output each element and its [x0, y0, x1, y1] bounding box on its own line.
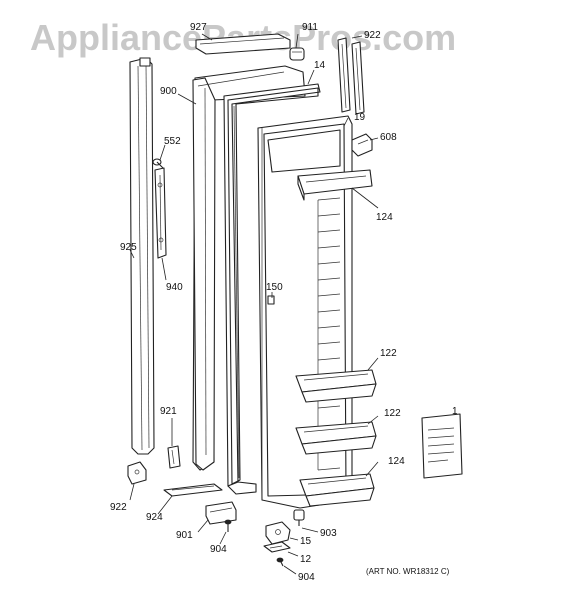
- callout-940: 940: [166, 282, 183, 293]
- part-124-bottom-bin: [299, 473, 375, 507]
- part-922-top-rails: [337, 37, 365, 115]
- part-904-bottom-screw: [276, 557, 284, 567]
- callout-925: 925: [120, 242, 137, 253]
- leader-lines: [129, 33, 379, 575]
- part-921-hinge-piece: [167, 445, 181, 469]
- callout-924: 924: [146, 512, 163, 523]
- part-901-bottom-cap: [205, 501, 237, 525]
- part-150-clip: [267, 295, 275, 305]
- callout-122-upper: 122: [380, 348, 397, 359]
- callout-904-left: 904: [210, 544, 227, 555]
- callout-19: 19: [354, 112, 366, 123]
- part-14-door-gasket: [223, 83, 321, 495]
- part-12-hinge-plate: [263, 541, 291, 553]
- part-900-outer-door: [192, 65, 306, 471]
- part-122-upper-bin: [295, 369, 377, 403]
- callout-122-lower: 122: [384, 408, 401, 419]
- callout-903: 903: [320, 528, 337, 539]
- part-925-trim-strip: [129, 57, 155, 455]
- liner-shelf-ribs: [317, 197, 341, 471]
- part-940-handle-bracket: [154, 167, 167, 259]
- callout-124-bottom: 124: [388, 456, 405, 467]
- callout-14: 14: [314, 60, 326, 71]
- callout-900: 900: [160, 86, 177, 97]
- callout-922-bottom: 922: [110, 502, 127, 513]
- callout-124-top: 124: [376, 212, 393, 223]
- callout-labels: 927 911 922 14 900 19 608 552 124 925 15…: [110, 22, 458, 583]
- callout-12: 12: [300, 554, 312, 565]
- part-911-cap-nut: [289, 47, 305, 61]
- callout-911: 911: [302, 22, 318, 33]
- callout-552: 552: [164, 136, 181, 147]
- callout-927: 927: [190, 22, 207, 33]
- part-1-booklet: [421, 413, 463, 479]
- callout-608: 608: [380, 132, 397, 143]
- part-927-top-cap: [195, 33, 291, 55]
- part-924-bottom-trim: [163, 483, 223, 497]
- part-124-top-bin: [297, 169, 373, 201]
- part-15-hinge: [265, 521, 291, 545]
- part-903-hinge-pin: [293, 509, 305, 526]
- part-608-clip: [351, 133, 373, 157]
- callout-901: 901: [176, 530, 193, 541]
- art-number: (ART NO. WR18312 C): [366, 567, 450, 576]
- part-922-bottom-bracket: [127, 461, 147, 485]
- callout-1: 1: [452, 406, 458, 417]
- part-122-lower-bin: [295, 421, 377, 455]
- callout-921: 921: [160, 406, 177, 417]
- callout-904-bottom: 904: [298, 572, 315, 583]
- part-904-left-screw: [224, 519, 232, 532]
- callout-922-top: 922: [364, 30, 381, 41]
- callout-15: 15: [300, 536, 312, 547]
- callout-150: 150: [266, 282, 283, 293]
- part-552-screw: [152, 158, 164, 169]
